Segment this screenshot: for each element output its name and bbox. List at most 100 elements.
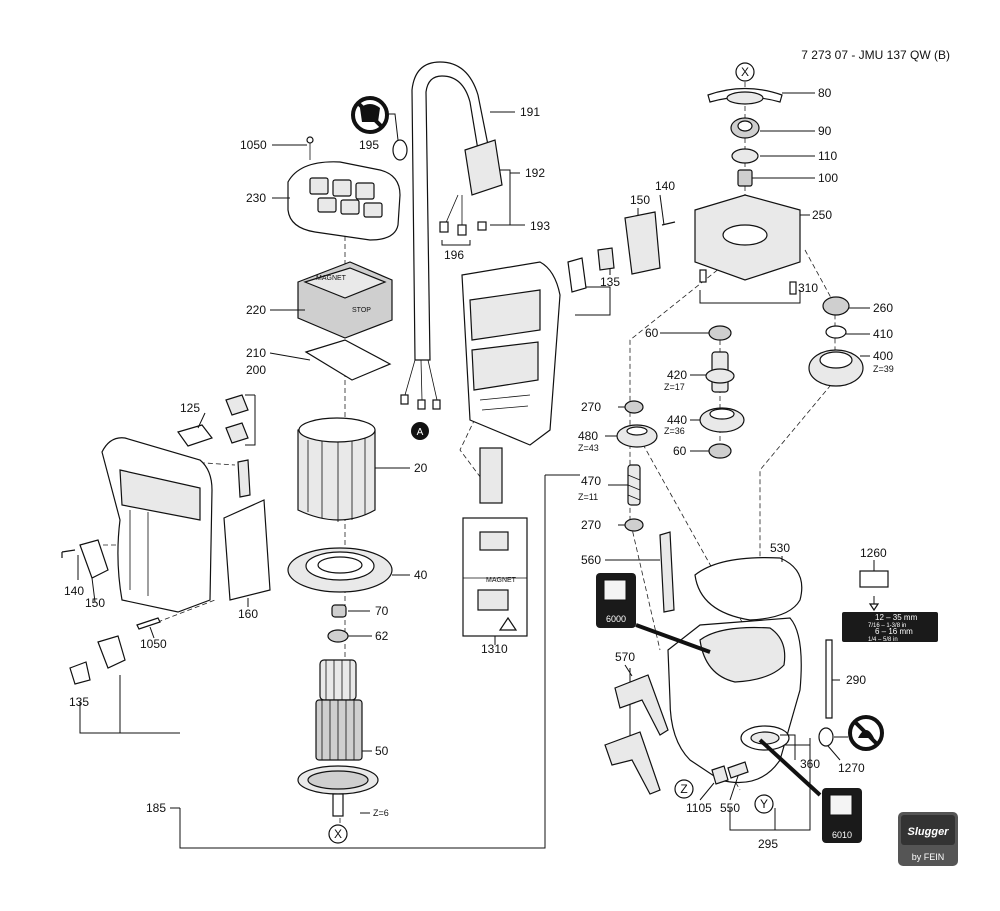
center-housing <box>461 261 561 446</box>
part-60-bottom: 60 <box>673 444 687 458</box>
bearing-60-top <box>708 325 732 341</box>
circuit-board <box>304 339 392 381</box>
gear-480 <box>616 424 658 448</box>
marker-x-bottom: X <box>334 827 342 841</box>
part-193: 193 <box>530 219 550 233</box>
switch-unit: MAGNET STOP <box>297 261 393 339</box>
bearing-plate <box>287 547 393 593</box>
part-480: 480 <box>578 429 598 443</box>
part-400: 400 <box>873 349 893 363</box>
switch-cover-right <box>567 211 676 293</box>
part-1310: 1310 <box>481 642 508 656</box>
handle-cover <box>287 136 401 241</box>
part-195: 195 <box>359 138 379 152</box>
carbon-brushes <box>177 394 249 447</box>
spec-plate: 12 – 35 mm 7/16 – 1-3/8 in 6 – 16 mm 1/4… <box>842 570 938 643</box>
gear-housing <box>667 617 802 784</box>
spec-row1-mm: 12 – 35 mm <box>875 613 918 622</box>
part-530: 530 <box>770 541 790 555</box>
part-135-right: 135 <box>600 275 620 289</box>
teeth-z39: Z=39 <box>873 364 894 374</box>
part-560: 560 <box>581 553 601 567</box>
rail-560 <box>659 531 675 613</box>
teeth-z6: Z=6 <box>373 808 389 818</box>
part-192: 192 <box>525 166 545 180</box>
part-1260: 1260 <box>860 546 887 560</box>
part-70: 70 <box>375 604 389 618</box>
teeth-z11: Z=11 <box>578 492 598 502</box>
part-40: 40 <box>414 568 428 582</box>
part-230: 230 <box>246 191 266 205</box>
marker-a: A <box>417 427 424 438</box>
part-100: 100 <box>818 171 838 185</box>
part-80: 80 <box>818 86 832 100</box>
part-470: 470 <box>581 474 601 488</box>
part-90: 90 <box>818 124 832 138</box>
brand-sub: by FEIN <box>912 852 945 862</box>
bearing-260 <box>822 296 850 316</box>
lubricant-6010-code: 6010 <box>832 830 852 840</box>
marker-x-top: X <box>741 65 749 79</box>
stop-button-label: STOP <box>352 307 371 314</box>
part-420: 420 <box>667 368 687 382</box>
marker-z: Z <box>680 782 687 796</box>
bearing-70 <box>331 604 347 618</box>
bolt-290 <box>825 639 833 719</box>
teeth-z17: Z=17 <box>664 382 685 392</box>
part-135-left: 135 <box>69 695 89 709</box>
warning-sticker: MAGNET <box>462 447 528 637</box>
part-550: 550 <box>720 801 740 815</box>
part-440: 440 <box>667 413 687 427</box>
no-lubricant-icon <box>351 96 389 134</box>
gear-440 <box>699 407 745 433</box>
part-410: 410 <box>873 327 893 341</box>
spec-row2-in: 1/4 – 5/8 in <box>868 637 898 643</box>
part-360: 360 <box>800 757 820 771</box>
part-260: 260 <box>873 301 893 315</box>
screw-1050-left <box>136 617 161 630</box>
ring-1270 <box>818 727 834 747</box>
armature <box>297 659 379 817</box>
motor-field <box>297 417 376 522</box>
document-id: 7 273 07 - JMU 137 QW (B) <box>801 48 950 62</box>
ring-410 <box>825 325 847 339</box>
part-60-top: 60 <box>645 326 659 340</box>
lubricant-6000-icon: 6000 <box>596 573 636 628</box>
bearing-270-top <box>624 400 644 414</box>
pin-1105 <box>711 765 729 785</box>
lever-570 <box>604 674 669 795</box>
gear-400 <box>808 349 864 387</box>
brand-logo: Slugger by FEIN <box>898 812 958 866</box>
part-310: 310 <box>798 281 818 295</box>
part-200: 200 <box>246 363 266 377</box>
clip-135-left <box>69 635 126 685</box>
part-140-left: 140 <box>64 584 84 598</box>
left-housing <box>61 437 271 613</box>
part-220: 220 <box>246 303 266 317</box>
part-191: 191 <box>520 105 540 119</box>
part-62: 62 <box>375 629 389 643</box>
no-grease-icon <box>848 715 884 751</box>
part-50: 50 <box>375 744 389 758</box>
part-150-right: 150 <box>630 193 650 207</box>
part-270-bottom: 270 <box>581 518 601 532</box>
sealing-ring <box>392 139 408 161</box>
bearing-60-bottom <box>708 443 732 459</box>
part-185: 185 <box>146 801 166 815</box>
sticker-magnet-text: MAGNET <box>486 577 517 584</box>
bearing-62 <box>327 629 349 643</box>
part-210: 210 <box>246 346 266 360</box>
part-125: 125 <box>180 401 200 415</box>
part-290: 290 <box>846 673 866 687</box>
teeth-z43: Z=43 <box>578 443 599 453</box>
spindle-parts-top <box>694 87 801 295</box>
part-160: 160 <box>238 607 258 621</box>
spec-row2-mm: 6 – 16 mm <box>875 627 913 636</box>
power-cable <box>400 61 503 410</box>
magnet-button-label: MAGNET <box>316 275 347 282</box>
pinion-470 <box>627 464 641 506</box>
part-110: 110 <box>818 149 837 163</box>
brand-name: Slugger <box>908 826 950 838</box>
part-140-right: 140 <box>655 179 675 193</box>
